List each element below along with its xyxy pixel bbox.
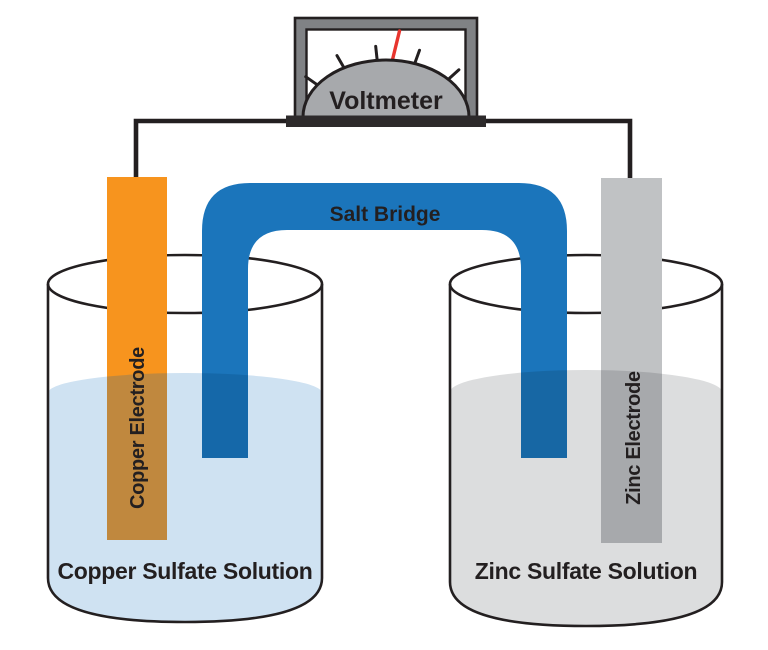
voltmeter-base	[286, 115, 486, 127]
voltmeter-label: Voltmeter	[329, 87, 443, 115]
salt-bridge-label: Salt Bridge	[330, 203, 441, 226]
right-beaker-body	[448, 284, 724, 628]
left-beaker-rim	[46, 253, 324, 315]
zinc-electrode-submerged	[601, 370, 662, 543]
salt-bridge-left-leg-submerged	[202, 373, 248, 458]
left-wire	[133, 118, 296, 179]
copper-sulfate-solution	[48, 373, 322, 622]
left-submerged-overlay	[107, 373, 248, 540]
right-beaker-rim	[448, 253, 724, 315]
voltmeter-dial-dome	[301, 58, 471, 119]
left-beaker-body	[46, 284, 324, 624]
right-wire	[476, 118, 633, 180]
zinc-sulfate-solution-label: Zinc Sulfate Solution	[475, 558, 697, 584]
salt-bridge-right-leg-submerged	[521, 370, 567, 458]
copper-electrode-submerged	[107, 373, 167, 540]
zinc-sulfate-solution	[450, 370, 722, 626]
voltmeter: Voltmeter	[286, 16, 486, 127]
copper-sulfate-solution-label: Copper Sulfate Solution	[57, 558, 312, 584]
right-submerged-overlay	[521, 370, 662, 543]
copper-electrode-label: Copper Electrode	[127, 347, 149, 509]
zinc-electrode-label: Zinc Electrode	[623, 371, 645, 505]
